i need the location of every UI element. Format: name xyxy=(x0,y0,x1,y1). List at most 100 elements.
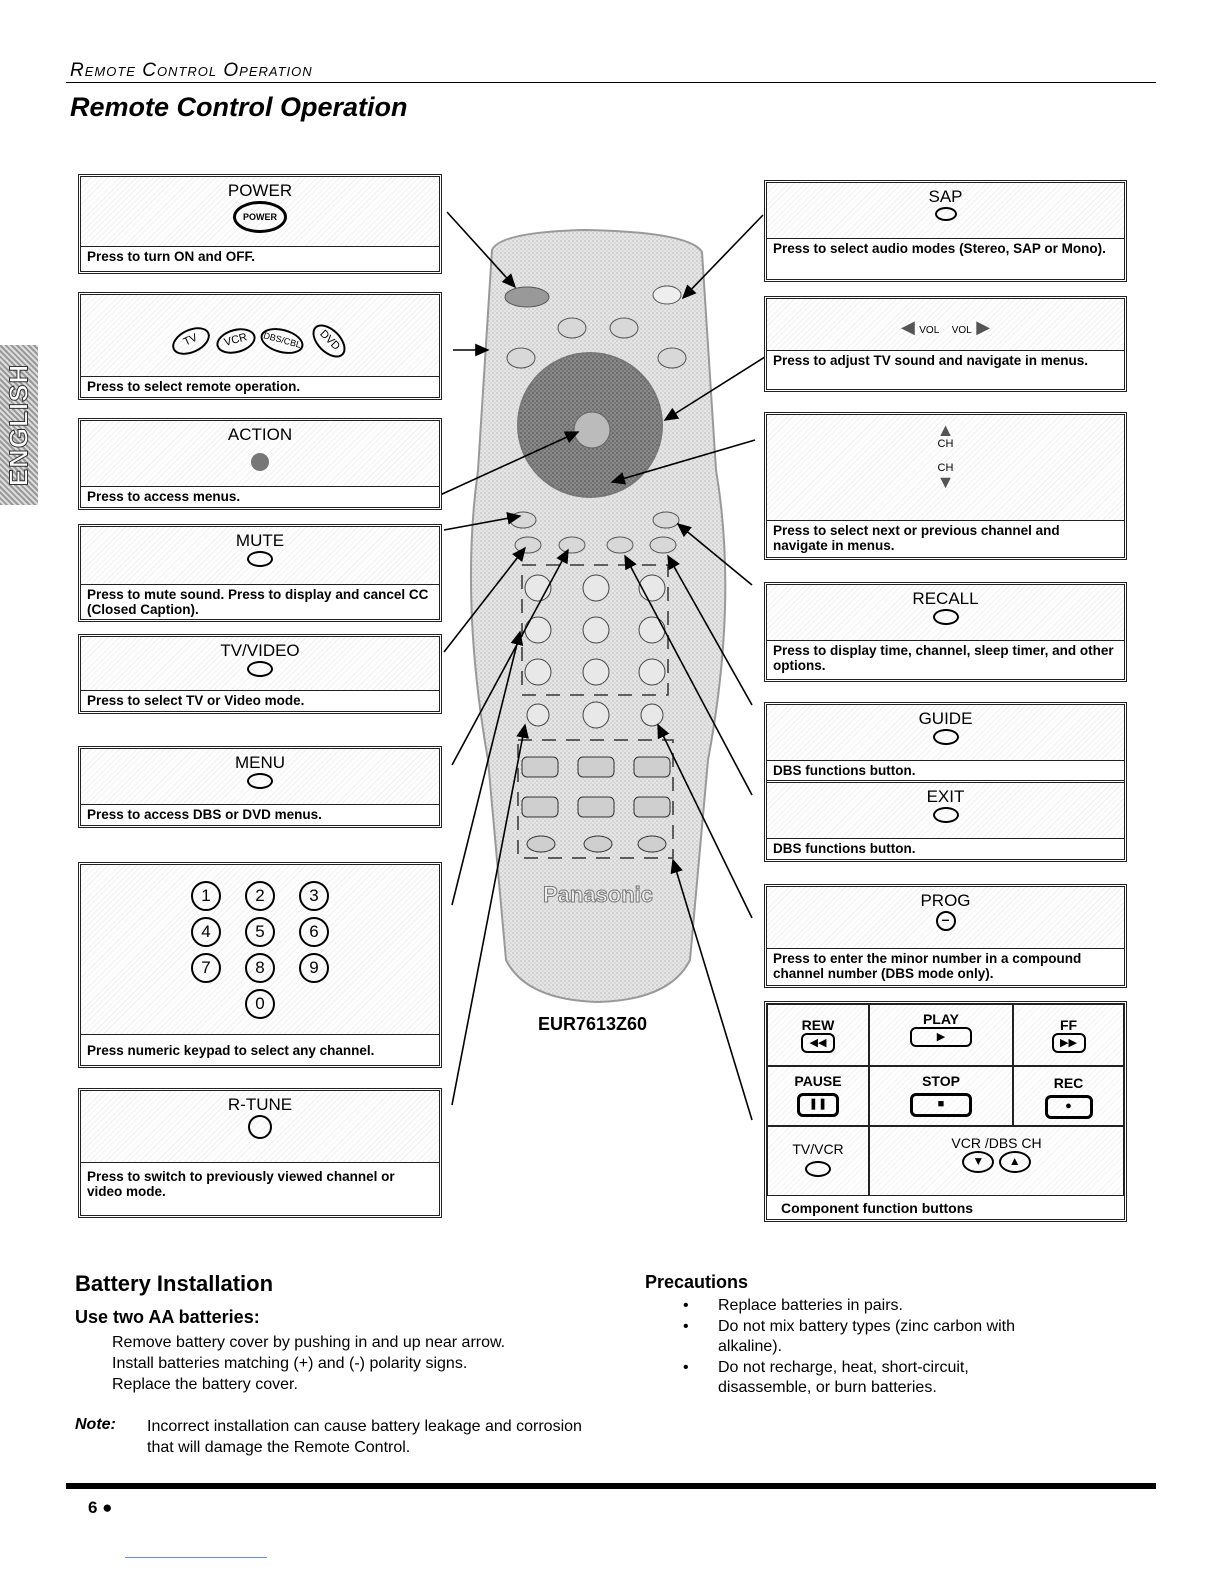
mode-button-dvd: DVD xyxy=(306,318,352,364)
vcrdbs-up-icon: ▲ xyxy=(998,1151,1031,1173)
guide-title: GUIDE xyxy=(918,709,973,728)
vcrdbs-cell: VCR /DBS CH ▼ ▲ xyxy=(869,1126,1124,1196)
remote-power-button xyxy=(504,286,550,308)
recall-desc: Press to display time, channel, sleep ti… xyxy=(773,643,1114,673)
language-tab: ENGLISH xyxy=(0,345,38,505)
tvvcr-label: TV/VCR xyxy=(792,1141,844,1157)
mode-button-vcr: VCR xyxy=(213,324,259,358)
mode-button-tv: TV xyxy=(168,321,215,361)
guide-exit-box: GUIDE DBS functions button. EXIT DBS fun… xyxy=(764,702,1127,862)
action-box: ACTION Press to access menus. xyxy=(78,418,442,510)
rtune-button-icon xyxy=(248,1115,272,1139)
exit-title: EXIT xyxy=(926,787,965,806)
num-key-6: 6 xyxy=(299,917,329,947)
num-key-7: 7 xyxy=(191,953,221,983)
rtune-box: R-TUNE Press to switch to previously vie… xyxy=(78,1088,442,1218)
num-key-5: 5 xyxy=(245,917,275,947)
recall-box: RECALL Press to display time, channel, s… xyxy=(764,582,1127,682)
rec-label: REC xyxy=(1053,1075,1084,1091)
vol-right-icon: ▶ xyxy=(976,317,991,337)
ff-cell: FF ▶▶ xyxy=(1013,1004,1124,1066)
num-key-4: 4 xyxy=(191,917,221,947)
tvvideo-title: TV/VIDEO xyxy=(220,641,300,660)
note-text: Incorrect installation can cause battery… xyxy=(147,1418,582,1456)
play-label: PLAY xyxy=(922,1011,960,1027)
stop-cell: STOP ■ xyxy=(869,1066,1013,1126)
mute-desc: Press to mute sound. Press to display an… xyxy=(87,587,429,617)
tvvideo-box: TV/VIDEO Press to select TV or Video mod… xyxy=(78,634,442,714)
battery-steps: Remove battery cover by pushing in and u… xyxy=(112,1332,505,1395)
ch-desc: Press to select next or previous channel… xyxy=(773,523,1060,553)
pause-label: PAUSE xyxy=(794,1073,842,1089)
num-key-9: 9 xyxy=(299,953,329,983)
num-key-3: 3 xyxy=(299,881,329,911)
mode-desc: Press to select remote operation. xyxy=(87,379,301,394)
ff-icon: ▶▶ xyxy=(1051,1033,1086,1053)
vcrdbs-label: VCR /DBS CH xyxy=(951,1135,1042,1151)
prog-desc: Press to enter the minor number in a com… xyxy=(773,951,1082,981)
rec-icon: ● xyxy=(1044,1095,1093,1119)
ch-down-icon: ▼ xyxy=(936,472,955,492)
ch-down-label: CH xyxy=(937,462,954,474)
num-key-2: 2 xyxy=(245,881,275,911)
ff-label: FF xyxy=(1059,1017,1078,1033)
num-key-1: 1 xyxy=(191,881,221,911)
rtune-title: R-TUNE xyxy=(227,1095,293,1114)
rew-label: REW xyxy=(801,1017,835,1033)
vcrdbs-down-icon: ▼ xyxy=(962,1151,995,1173)
vol-left-icon: ◀ xyxy=(900,317,915,337)
prog-box: PROG – Press to enter the minor number i… xyxy=(764,884,1127,988)
tvvideo-button-icon xyxy=(247,661,273,677)
mute-box: MUTE Press to mute sound. Press to displ… xyxy=(78,524,442,622)
exit-button-icon xyxy=(932,807,959,823)
list-item: Do not recharge, heat, short-circuit, di… xyxy=(680,1358,1050,1398)
rtune-desc: Press to switch to previously viewed cha… xyxy=(87,1169,395,1199)
vol-right-label: VOL xyxy=(951,325,972,336)
sap-box: SAP Press to select audio modes (Stereo,… xyxy=(764,180,1127,282)
mode-button-dbs: DBS/CBL xyxy=(257,323,307,359)
sap-button-icon xyxy=(934,207,957,221)
action-button-icon xyxy=(251,453,269,471)
ch-box: ▲ CH CH ▼ Press to select next or previo… xyxy=(764,412,1127,560)
menu-box: MENU Press to access DBS or DVD menus. xyxy=(78,746,442,828)
mode-box: TV VCR DBS/CBL DVD Press to select remot… xyxy=(78,292,442,400)
power-title: POWER xyxy=(227,181,293,200)
tvvideo-desc: Press to select TV or Video mode. xyxy=(87,693,305,708)
battery-step: Remove battery cover by pushing in and u… xyxy=(112,1334,506,1351)
menu-desc: Press to access DBS or DVD menus. xyxy=(87,807,322,822)
exit-desc: DBS functions button. xyxy=(773,841,916,856)
component-box: REW ◀◀ PLAY ▶ FF ▶▶ PAUSE ❚❚ STOP ■ REC … xyxy=(764,1001,1127,1222)
ch-up-label: CH xyxy=(937,438,954,450)
num-key-0: 0 xyxy=(245,989,275,1019)
stop-icon: ■ xyxy=(910,1093,972,1117)
ch-up-icon: ▲ xyxy=(936,420,955,440)
menu-title: MENU xyxy=(234,753,286,772)
prog-button-icon: – xyxy=(935,911,956,931)
section-header: Remote Control Operation xyxy=(70,60,313,81)
page-number: 6 ● xyxy=(88,1498,113,1517)
battery-title: Battery Installation xyxy=(75,1271,274,1296)
footer-rule xyxy=(66,1483,1156,1489)
play-cell: PLAY ▶ xyxy=(869,1004,1013,1066)
num-key-8: 8 xyxy=(245,953,275,983)
power-button: POWER xyxy=(233,201,287,233)
mute-button-icon xyxy=(247,551,273,567)
power-desc: Press to turn ON and OFF. xyxy=(87,249,256,264)
guide-desc: DBS functions button. xyxy=(767,761,1124,783)
leader-lines xyxy=(439,211,777,1121)
rew-cell: REW ◀◀ xyxy=(767,1004,869,1066)
sap-desc: Press to select audio modes (Stereo, SAP… xyxy=(773,241,1106,256)
remote-sap-button xyxy=(652,285,682,305)
battery-subtitle: Use two AA batteries: xyxy=(75,1307,260,1327)
power-box: POWER POWER Press to turn ON and OFF. xyxy=(78,174,442,274)
action-title: ACTION xyxy=(227,425,293,444)
component-desc: Component function buttons xyxy=(781,1200,974,1216)
guide-button-icon xyxy=(932,729,959,745)
remote-action-button xyxy=(573,411,611,449)
note-label: Note: xyxy=(75,1416,116,1433)
stop-label: STOP xyxy=(922,1073,960,1089)
page-title: Remote Control Operation xyxy=(70,92,408,122)
battery-step: Install batteries matching (+) and (-) p… xyxy=(112,1355,468,1372)
recall-title: RECALL xyxy=(912,589,979,608)
